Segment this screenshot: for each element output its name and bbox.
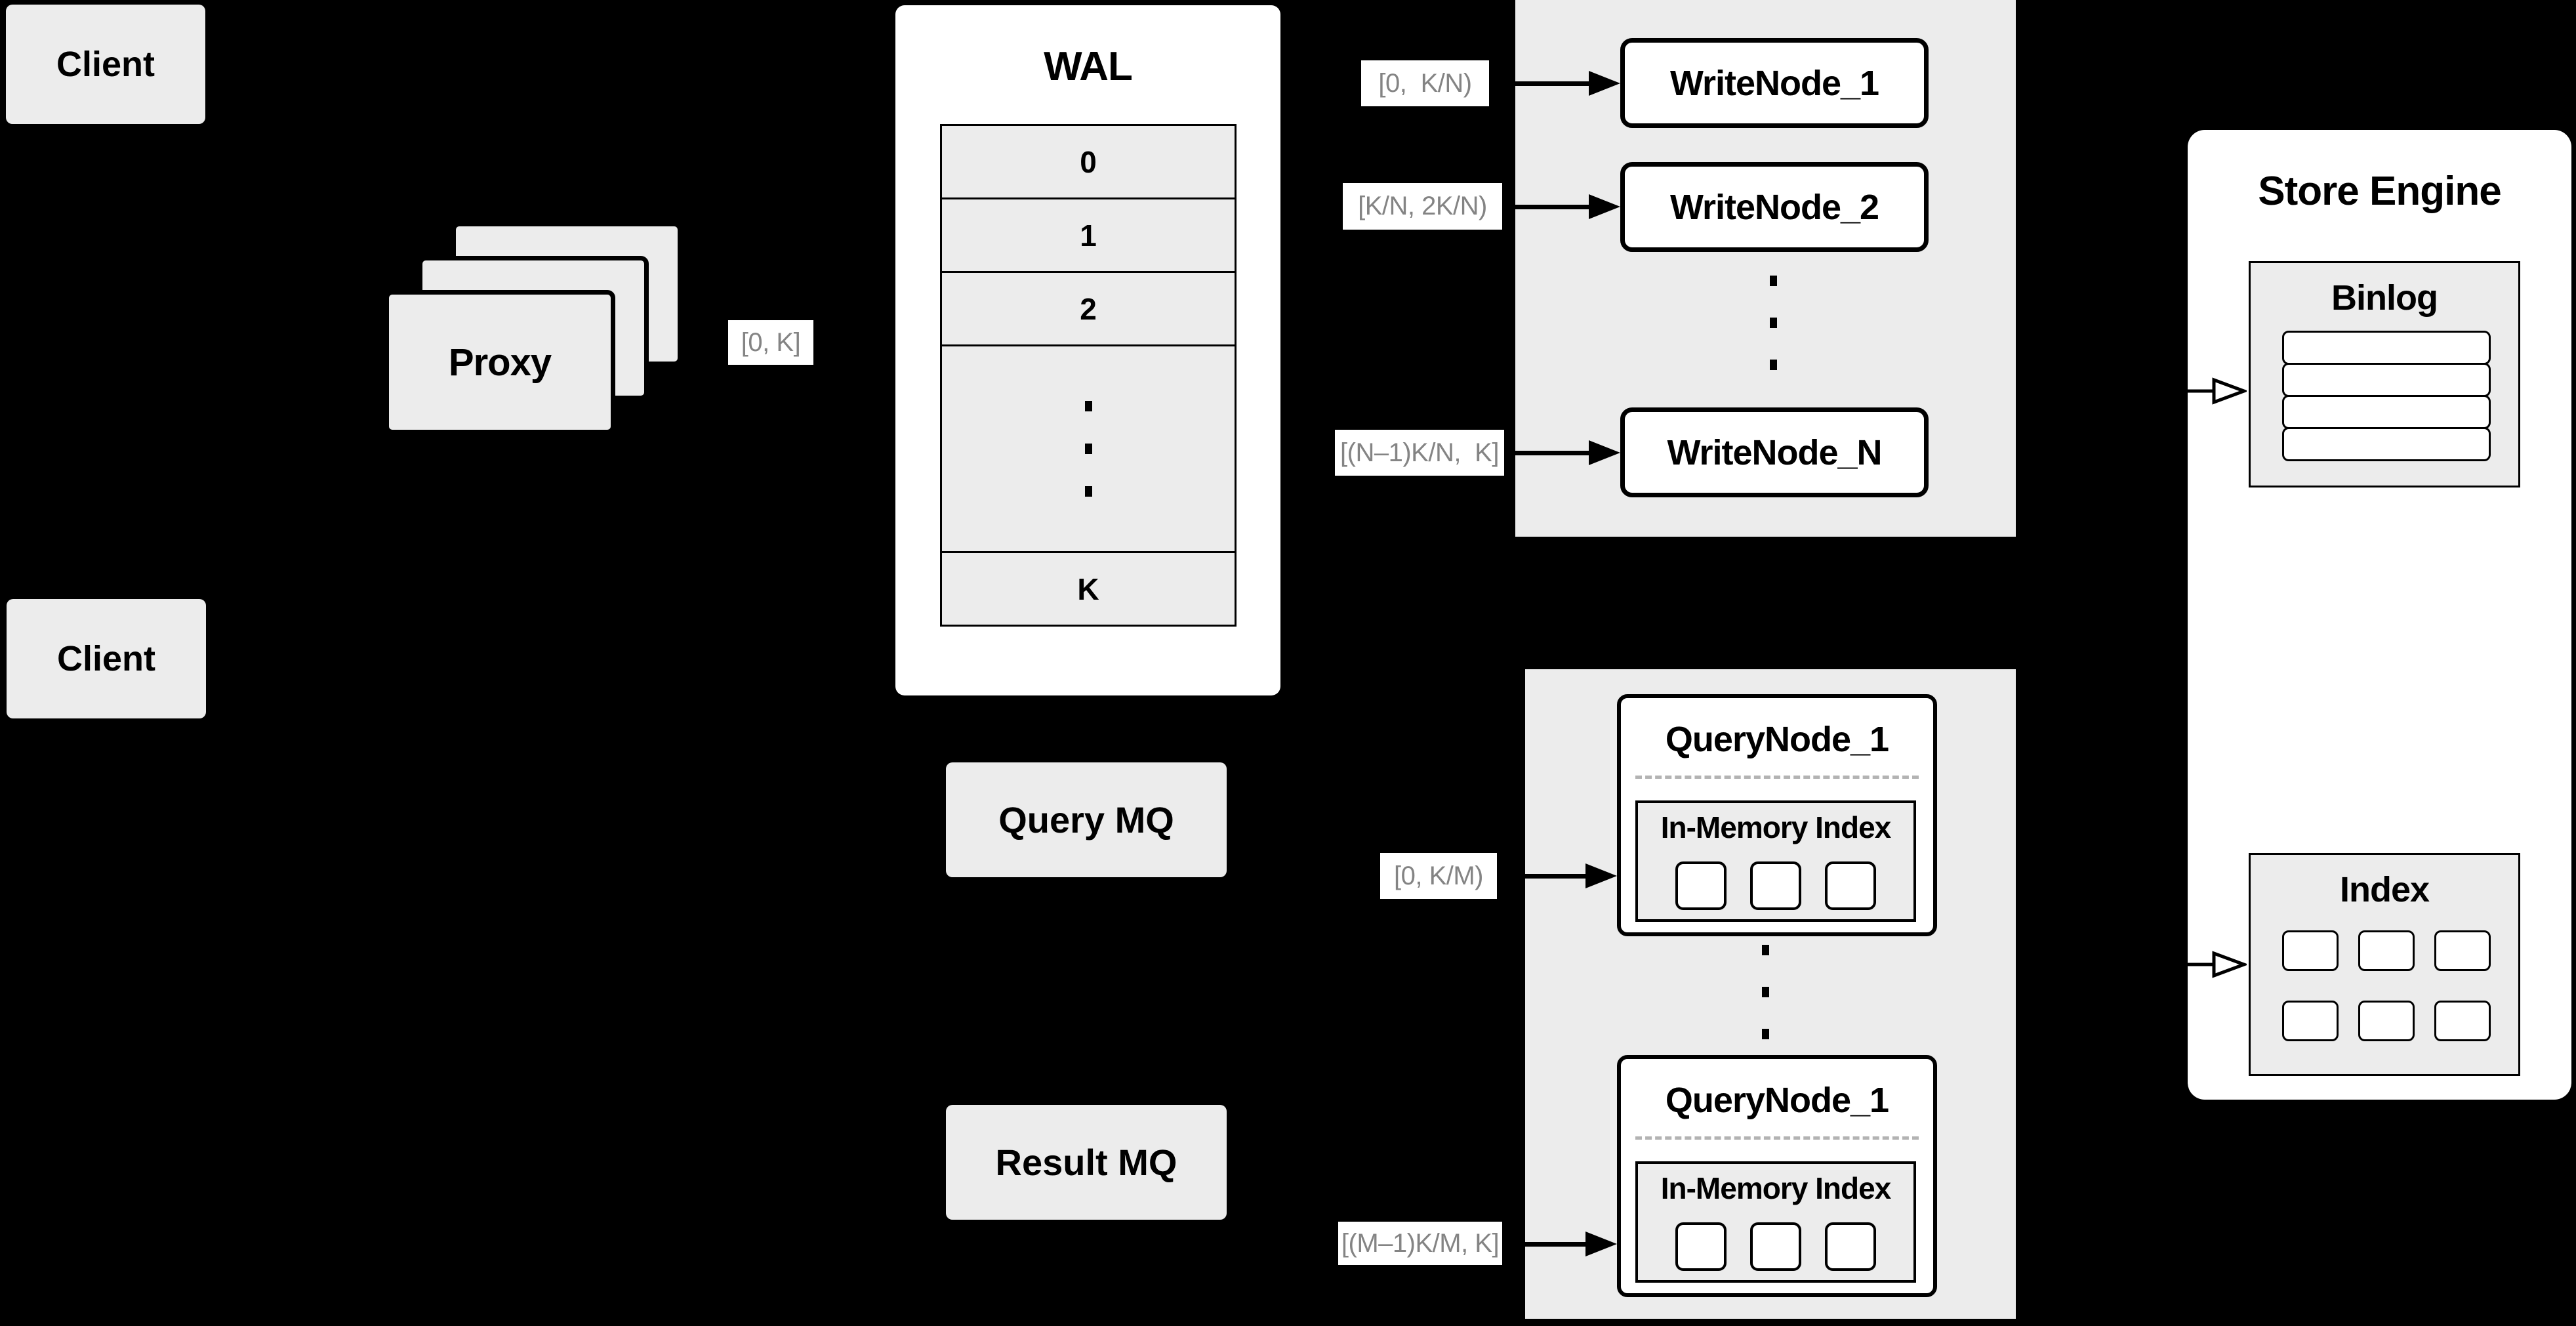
range-label-query-m: [(M–1)K/M, K] <box>1338 1222 1502 1265</box>
client-top-label: Client <box>56 45 155 84</box>
binlog-row <box>2282 331 2491 365</box>
segment-cell <box>1750 861 1801 910</box>
proxy-label: Proxy <box>448 341 552 384</box>
index-cell <box>2434 930 2491 971</box>
index-title: Index <box>2339 870 2430 909</box>
write-node-n: WriteNode_N <box>1620 407 1929 497</box>
segment-cell <box>1825 861 1876 910</box>
segment-cell <box>1675 1222 1727 1271</box>
in-memory-index-top-title: In-Memory Index <box>1660 810 1892 844</box>
client-top-box: Client <box>6 5 205 124</box>
result-mq-label: Result MQ <box>995 1142 1177 1183</box>
query-node-top: QueryNode_1 In-Memory Index <box>1617 694 1937 936</box>
write-group-ellipsis <box>1770 276 1777 370</box>
ellipsis-dot <box>1762 1029 1769 1039</box>
ellipsis-dot <box>1084 486 1092 497</box>
segment-cell <box>1750 1222 1801 1271</box>
query-node-bottom: QueryNode_1 In-Memory Index <box>1617 1055 1937 1297</box>
in-memory-segments-top <box>1638 861 1913 910</box>
ellipsis-dot <box>1770 360 1777 370</box>
index-cell <box>2282 1001 2339 1041</box>
client-bottom-label: Client <box>56 639 155 678</box>
ellipsis-dot <box>1084 401 1092 411</box>
query-mq-label: Query MQ <box>998 799 1174 840</box>
in-memory-segments-bottom <box>1638 1222 1913 1271</box>
segment-cell <box>1825 1222 1876 1271</box>
binlog-row <box>2282 427 2491 461</box>
query-group-ellipsis <box>1762 945 1769 1039</box>
query-node-bottom-title: QueryNode_1 <box>1665 1081 1889 1120</box>
binlog-rows <box>2282 331 2491 461</box>
arrow-to-querynode-1 <box>1525 863 1617 888</box>
client-bottom-box: Client <box>7 599 206 718</box>
query-node-top-title: QueryNode_1 <box>1665 720 1889 759</box>
in-memory-index-top: In-Memory Index <box>1635 800 1916 922</box>
write-node-1: WriteNode_1 <box>1620 38 1929 128</box>
wal-row-2: 2 <box>940 271 1237 346</box>
index-panel: Index <box>2249 853 2520 1076</box>
ellipsis-dot <box>1762 945 1769 955</box>
result-mq-box: Result MQ <box>946 1105 1227 1220</box>
query-node-bottom-divider <box>1635 1136 1919 1140</box>
ellipsis-dot <box>1770 276 1777 286</box>
range-label-write-2: [K/N, 2K/N) <box>1343 183 1502 230</box>
range-label-query-1: [0, K/M) <box>1380 853 1497 899</box>
arrow-to-querynode-m <box>1525 1232 1617 1256</box>
wal-row-0: 0 <box>940 124 1237 199</box>
write-node-n-label: WriteNode_N <box>1667 432 1882 472</box>
index-cells <box>2282 930 2491 1041</box>
write-node-2-label: WriteNode_2 <box>1669 187 1879 227</box>
segment-cell <box>1675 861 1727 910</box>
wal-ellipsis-cell <box>940 344 1237 553</box>
binlog-title: Binlog <box>2331 278 2438 318</box>
binlog-row <box>2282 363 2491 397</box>
store-engine-title: Store Engine <box>2258 169 2501 214</box>
arrow-to-writenode-2 <box>1515 194 1620 219</box>
proxy-card-front: Proxy <box>384 290 615 434</box>
wal-row-k: K <box>940 551 1237 627</box>
range-label-write-1: [0, K/N) <box>1361 60 1489 106</box>
index-cell <box>2434 1001 2491 1041</box>
in-memory-index-bottom: In-Memory Index <box>1635 1161 1916 1283</box>
ellipsis-dot <box>1084 444 1092 454</box>
hollow-arrow-to-binlog <box>2188 377 2247 405</box>
write-node-1-label: WriteNode_1 <box>1669 63 1879 103</box>
arrow-to-writenode-1 <box>1515 71 1620 96</box>
binlog-panel: Binlog <box>2249 261 2520 487</box>
range-label-write-n: [(N–1)K/N, K] <box>1335 430 1504 476</box>
wal-row-1: 1 <box>940 197 1237 273</box>
wal-title: WAL <box>1044 44 1133 89</box>
write-node-2: WriteNode_2 <box>1620 162 1929 252</box>
query-node-top-divider <box>1635 776 1919 779</box>
wal-table: 0 1 2 K <box>940 124 1237 627</box>
binlog-row <box>2282 395 2491 429</box>
wal-ellipsis-dots <box>1084 401 1092 497</box>
wal-panel: WAL 0 1 2 K <box>895 5 1280 695</box>
query-mq-box: Query MQ <box>946 762 1227 877</box>
in-memory-index-bottom-title: In-Memory Index <box>1660 1171 1892 1205</box>
store-engine-panel: Store Engine Binlog Index <box>2188 130 2571 1100</box>
index-cell <box>2282 930 2339 971</box>
range-label-proxy-out: [0, K] <box>728 320 813 365</box>
index-cell <box>2358 930 2415 971</box>
arrow-to-writenode-n <box>1515 440 1620 465</box>
index-cell <box>2358 1001 2415 1041</box>
ellipsis-dot <box>1770 318 1777 328</box>
hollow-arrow-to-index <box>2188 951 2247 978</box>
ellipsis-dot <box>1762 987 1769 997</box>
